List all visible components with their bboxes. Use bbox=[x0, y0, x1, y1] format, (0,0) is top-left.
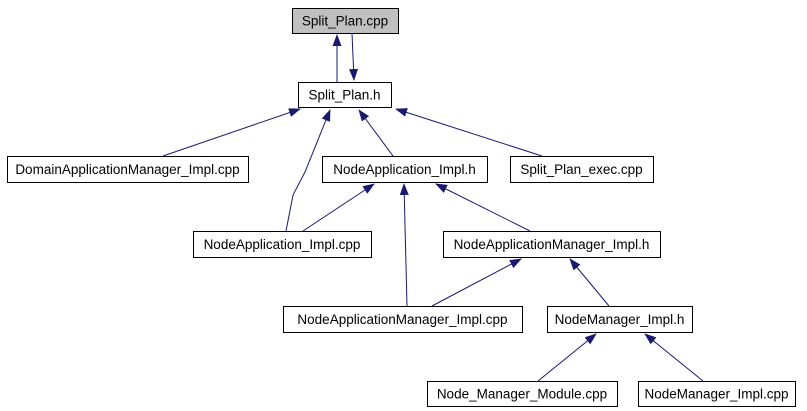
node-box-node_application_manager_impl_h[interactable] bbox=[443, 231, 661, 258]
node-label-domain_application_manager_impl_cpp: DomainApplicationManager_Impl.cpp bbox=[15, 162, 239, 177]
edge-node_manager_impl_h-to-node_application_manager_impl_h bbox=[569, 258, 610, 307]
node-node_manager_module_cpp[interactable]: Node_Manager_Module.cpp bbox=[427, 381, 618, 407]
edge-node_application_impl_cpp-to-split_plan_h bbox=[285, 109, 331, 232]
edge-domain_application_manager_impl_cpp-to-split_plan_h bbox=[162, 108, 301, 157]
edge-node_application_impl_h-to-split_plan_h bbox=[358, 109, 394, 157]
edge-node_manager_impl_cpp-to-node_manager_impl_h bbox=[644, 333, 704, 382]
node-label-node_manager_module_cpp: Node_Manager_Module.cpp bbox=[437, 386, 607, 401]
node-split_plan_h[interactable]: Split_Plan.h bbox=[298, 82, 392, 108]
node-box-node_manager_impl_h[interactable] bbox=[547, 306, 693, 333]
node-label-node_manager_impl_h: NodeManager_Impl.h bbox=[555, 312, 685, 327]
node-box-split_plan_cpp[interactable] bbox=[292, 8, 399, 34]
edge-node_application_manager_impl_h-to-node_application_impl_h bbox=[435, 183, 531, 232]
edge-node_manager_module_cpp-to-node_manager_impl_h bbox=[537, 333, 597, 382]
node-node_application_manager_impl_cpp[interactable]: NodeApplicationManager_Impl.cpp bbox=[283, 306, 523, 333]
node-domain_application_manager_impl_cpp[interactable]: DomainApplicationManager_Impl.cpp bbox=[7, 156, 249, 183]
node-label-split_plan_exec_cpp: Split_Plan_exec.cpp bbox=[520, 162, 642, 177]
node-split_plan_cpp[interactable]: Split_Plan.cpp bbox=[292, 8, 399, 34]
edge-node_application_impl_cpp-to-node_application_impl_h bbox=[302, 183, 375, 232]
node-box-node_application_manager_impl_cpp[interactable] bbox=[283, 306, 523, 333]
node-node_manager_impl_h[interactable]: NodeManager_Impl.h bbox=[547, 306, 693, 333]
node-box-split_plan_h[interactable] bbox=[298, 82, 392, 108]
node-node_application_impl_cpp[interactable]: NodeApplication_Impl.cpp bbox=[193, 231, 372, 258]
node-box-domain_application_manager_impl_cpp[interactable] bbox=[7, 156, 249, 183]
node-label-node_application_impl_cpp: NodeApplication_Impl.cpp bbox=[204, 237, 361, 252]
edge-node_application_manager_impl_cpp-to-node_application_manager_impl_h bbox=[431, 258, 522, 307]
node-layer: Split_Plan.cppSplit_Plan.hDomainApplicat… bbox=[7, 8, 796, 407]
node-box-node_manager_module_cpp[interactable] bbox=[427, 381, 618, 407]
node-box-node_manager_impl_cpp[interactable] bbox=[638, 381, 796, 407]
node-split_plan_exec_cpp[interactable]: Split_Plan_exec.cpp bbox=[510, 156, 654, 183]
edge-split_plan_cpp-to-split_plan_h bbox=[349, 32, 359, 81]
edge-node_application_manager_impl_cpp-to-node_application_impl_h bbox=[399, 183, 409, 307]
node-label-node_application_manager_impl_h: NodeApplicationManager_Impl.h bbox=[454, 237, 650, 252]
node-label-split_plan_h: Split_Plan.h bbox=[308, 87, 380, 102]
node-label-node_application_impl_h: NodeApplication_Impl.h bbox=[333, 162, 476, 177]
node-box-split_plan_exec_cpp[interactable] bbox=[510, 156, 654, 183]
edge-layer bbox=[162, 32, 704, 382]
edge-split_plan_exec_cpp-to-split_plan_h bbox=[395, 108, 543, 157]
node-label-split_plan_cpp: Split_Plan.cpp bbox=[302, 13, 388, 28]
node-box-node_application_impl_h[interactable] bbox=[322, 156, 488, 183]
node-node_manager_impl_cpp[interactable]: NodeManager_Impl.cpp bbox=[638, 381, 796, 407]
node-node_application_impl_h[interactable]: NodeApplication_Impl.h bbox=[322, 156, 488, 183]
node-label-node_manager_impl_cpp: NodeManager_Impl.cpp bbox=[644, 386, 788, 401]
node-box-node_application_impl_cpp[interactable] bbox=[193, 231, 372, 258]
node-node_application_manager_impl_h[interactable]: NodeApplicationManager_Impl.h bbox=[443, 231, 661, 258]
node-label-node_application_manager_impl_cpp: NodeApplicationManager_Impl.cpp bbox=[297, 312, 507, 327]
